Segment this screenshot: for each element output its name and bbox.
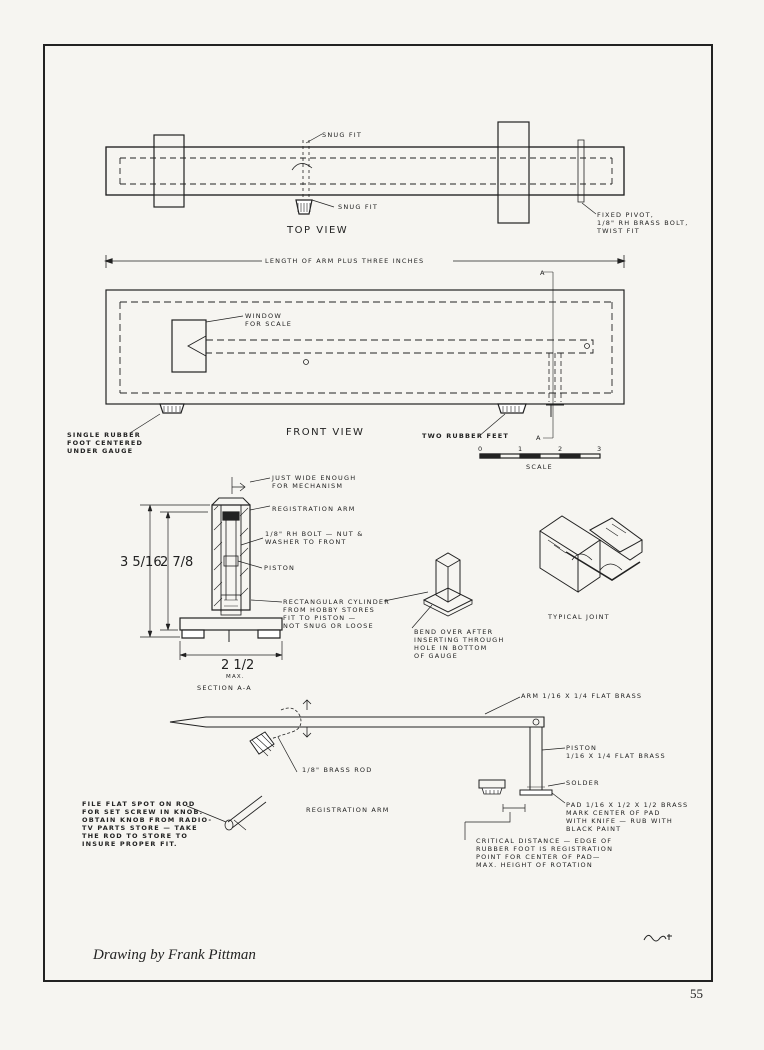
brass-rod-label: 1/8" BRASS ROD — [302, 766, 373, 774]
dimension-inner: 2 7/8 — [160, 555, 194, 570]
scale-bar — [479, 453, 601, 459]
window-for-scale-label: WINDOW FOR SCALE — [245, 312, 293, 328]
arm-flat-brass-label: ARM 1/16 X 1/4 FLAT BRASS — [521, 692, 643, 700]
bend-over-drawing — [383, 552, 474, 629]
drawing-frame — [43, 44, 713, 982]
front-view-title: FRONT VIEW — [286, 427, 365, 438]
dimension-outer: 3 5/16 — [120, 555, 162, 570]
section-aa-drawing — [140, 477, 283, 660]
bend-over-label: BEND OVER AFTER INSERTING THROUGH HOLE I… — [414, 628, 505, 660]
length-dimension — [104, 255, 626, 268]
rh-bolt-label: 1/8" RH BOLT — NUT & WASHER TO FRONT — [265, 530, 364, 546]
pad-label: PAD 1/16 X 1/2 X 1/2 BRASS MARK CENTER O… — [566, 801, 689, 833]
registration-arm-title: REGISTRATION ARM — [306, 806, 390, 814]
scale-tick-2: 2 — [558, 445, 564, 453]
scale-tick-3: 3 — [597, 445, 603, 453]
file-flat-spot-label: FILE FLAT SPOT ON ROD FOR SET SCREW IN K… — [82, 800, 213, 848]
page-number: 55 — [690, 986, 703, 1001]
drawing-credit: Drawing by Frank Pittman — [93, 947, 256, 963]
critical-distance-label: CRITICAL DISTANCE — EDGE OF RUBBER FOOT … — [476, 837, 614, 869]
typical-joint-label: TYPICAL JOINT — [548, 613, 610, 621]
front-view-drawing — [105, 271, 625, 439]
dimension-width-note: MAX. — [226, 674, 245, 680]
section-marker-top: A — [540, 269, 546, 277]
top-view-title: TOP VIEW — [287, 225, 349, 236]
just-wide-enough-label: JUST WIDE ENOUGH FOR MECHANISM — [272, 474, 357, 490]
snug-fit-knob-label: SNUG FIT — [338, 203, 379, 211]
section-marker-bottom: A — [536, 434, 542, 442]
registration-arm-section-label: REGISTRATION ARM — [272, 505, 356, 513]
registration-arm-drawing — [169, 696, 566, 840]
solder-label: SOLDER — [566, 779, 600, 787]
top-view-drawing — [105, 121, 625, 224]
artist-signature-mark — [643, 934, 672, 942]
length-of-arm-label: LENGTH OF ARM PLUS THREE INCHES — [265, 257, 425, 265]
dimension-width: 2 1/2 — [221, 658, 255, 673]
piston-flat-brass-label: PISTON 1/16 X 1/4 FLAT BRASS — [566, 744, 666, 760]
single-rubber-foot-label: SINGLE RUBBER FOOT CENTERED UNDER GAUGE — [67, 431, 144, 455]
scale-tick-0: 0 — [478, 445, 484, 453]
rectangular-cylinder-label: RECTANGULAR CYLINDER FROM HOBBY STORES F… — [283, 598, 390, 630]
fixed-pivot-label: FIXED PIVOT, 1/8" RH BRASS BOLT, TWIST F… — [597, 211, 689, 235]
snug-fit-top-label: SNUG FIT — [322, 131, 363, 139]
scale-tick-1: 1 — [518, 445, 524, 453]
piston-section-label: PISTON — [264, 564, 296, 572]
typical-joint-drawing — [539, 515, 643, 593]
section-aa-title: SECTION A-A — [197, 684, 252, 692]
scale-label: SCALE — [526, 463, 553, 471]
two-rubber-feet-label: TWO RUBBER FEET — [422, 432, 510, 440]
